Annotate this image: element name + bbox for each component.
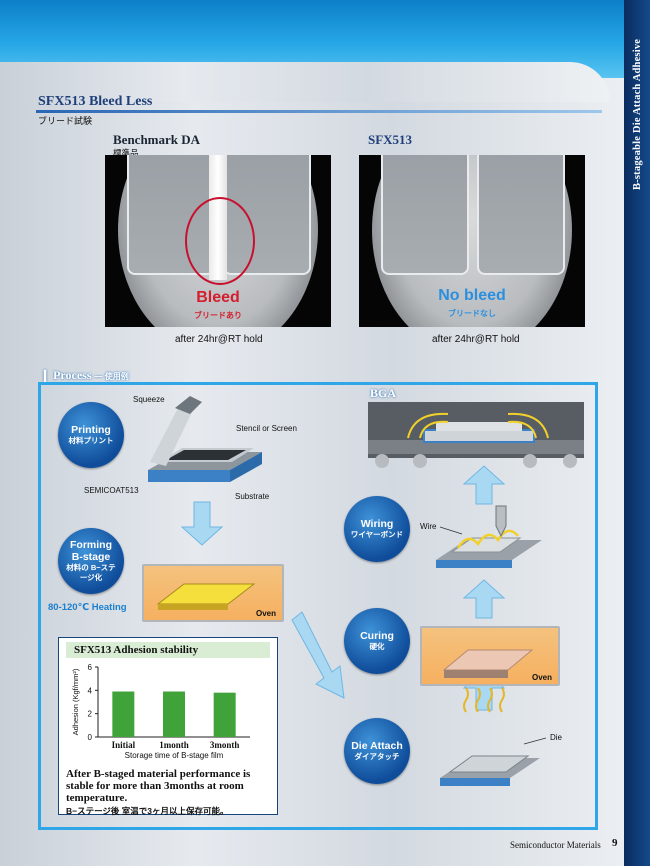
x-tick-label: 3month bbox=[210, 740, 240, 750]
benchmark-title: Benchmark DA bbox=[113, 132, 201, 147]
chart-description: After B-staged material performance is s… bbox=[66, 768, 251, 804]
x-tick-label: Initial bbox=[112, 740, 136, 750]
heat-waves bbox=[463, 687, 505, 713]
benchmark-photo: Bleed ブリードあり bbox=[105, 155, 331, 327]
printing-illustration bbox=[148, 396, 262, 482]
bleed-highlight bbox=[185, 197, 255, 285]
section-subtitle: ブリード試験 bbox=[38, 116, 93, 126]
bar-3month bbox=[213, 692, 236, 737]
step-curing: Curing 硬化 bbox=[344, 608, 410, 674]
step-die-attach-en: Die Attach bbox=[351, 740, 403, 752]
pad-left bbox=[381, 155, 469, 275]
footer-title: Semiconductor Materials bbox=[510, 840, 601, 850]
sfx513-title: SFX513 bbox=[368, 132, 413, 147]
step-wiring-en: Wiring bbox=[360, 518, 394, 530]
bga-illustration bbox=[368, 402, 584, 468]
step-printing-en: Printing bbox=[71, 424, 111, 436]
step-printing-jp: 材料プリント bbox=[68, 436, 114, 445]
process-frame bbox=[38, 382, 598, 830]
step-printing: Printing 材料プリント bbox=[58, 402, 124, 468]
label-semicoat: SEMICOAT513 bbox=[84, 486, 139, 495]
no-bleed-label-jp: ブリードなし bbox=[448, 309, 496, 318]
step-wiring-jp: ワイヤーボンド bbox=[350, 530, 404, 539]
x-tick-label: 1month bbox=[159, 740, 189, 750]
title-rule bbox=[36, 110, 602, 113]
bleed-label: Bleed bbox=[196, 289, 240, 306]
step-forming-jp: 材料の B−ステージ化 bbox=[66, 563, 116, 582]
header-curve bbox=[0, 62, 610, 102]
wiring-illustration bbox=[436, 505, 542, 568]
y-tick-label: 6 bbox=[88, 663, 93, 672]
label-stencil: Stencil or Screen bbox=[236, 424, 297, 433]
label-substrate: Substrate bbox=[235, 492, 270, 501]
bleed-label-jp: ブリードあり bbox=[194, 311, 242, 320]
no-bleed-label: No bleed bbox=[438, 287, 506, 304]
bga-title: BGA bbox=[370, 386, 397, 400]
pad-right bbox=[477, 155, 565, 275]
process-title-jp: — 使用例 bbox=[94, 372, 129, 381]
side-tab bbox=[624, 0, 650, 866]
step-curing-en: Curing bbox=[360, 630, 394, 642]
y-axis-label: Adhesion (Kgf/mm²) bbox=[71, 668, 80, 735]
chart-title: SFX513 Adhesion stability bbox=[74, 644, 199, 656]
bar-initial bbox=[112, 691, 135, 737]
step-die-attach: Die Attach ダイアタッチ bbox=[344, 718, 410, 784]
step-wiring: Wiring ワイヤーボンド bbox=[344, 496, 410, 562]
section-title: SFX513 Bleed Less bbox=[38, 94, 153, 109]
sfx513-caption: after 24hr@RT hold bbox=[432, 334, 520, 345]
page-number: 9 bbox=[612, 837, 618, 849]
step-forming: Forming B-stage 材料の B−ステージ化 bbox=[58, 528, 124, 594]
step-die-attach-jp: ダイアタッチ bbox=[354, 752, 400, 761]
process-title-en: Process bbox=[53, 368, 92, 382]
benchmark-caption: after 24hr@RT hold bbox=[175, 334, 263, 345]
label-squeeze: Squeeze bbox=[133, 395, 165, 404]
oven-label: Oven bbox=[255, 609, 276, 618]
y-tick-label: 4 bbox=[88, 686, 93, 695]
y-tick-label: 0 bbox=[88, 733, 93, 742]
x-axis-label: Storage time of B-stage film bbox=[125, 751, 224, 760]
chart-title-bar bbox=[66, 642, 270, 658]
sfx513-photo: No bleed ブリードなし bbox=[359, 155, 585, 327]
flow-arrows bbox=[180, 465, 506, 711]
oven-label: Oven bbox=[531, 673, 552, 682]
step-curing-jp: 硬化 bbox=[369, 642, 385, 651]
process-title: ❙ Process — 使用例 bbox=[40, 368, 129, 382]
chart-description-jp: B−ステージ後 室温で3ヶ月以上保存可能。 bbox=[66, 806, 229, 816]
label-die: Die bbox=[550, 733, 563, 742]
heating-label: 80-120℃ Heating bbox=[48, 602, 127, 613]
label-wire: Wire bbox=[420, 522, 437, 531]
benchmark-subtitle: 標準品 bbox=[113, 148, 139, 158]
y-tick-label: 2 bbox=[88, 710, 93, 719]
bar-1month bbox=[163, 691, 185, 737]
die-attach-illustration bbox=[440, 737, 547, 786]
step-forming-en: Forming B-stage bbox=[70, 539, 112, 563]
